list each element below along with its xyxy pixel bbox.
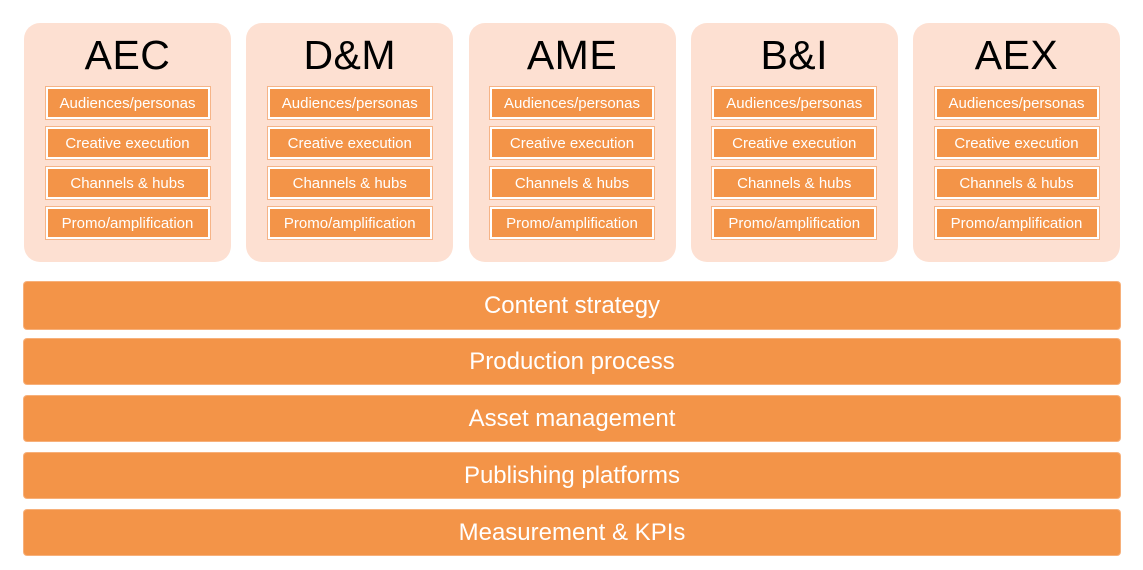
column-title: AME [526, 32, 618, 78]
column-title: B&I [760, 32, 829, 78]
item-audiences-personas: Audiences/personas [712, 87, 877, 119]
column-dm: D&M Audiences/personas Creative executio… [246, 23, 454, 262]
segment-columns: AEC Audiences/personas Creative executio… [24, 23, 1120, 262]
item-promo-amplification: Promo/amplification [490, 207, 654, 239]
layer-asset-management: Asset management [24, 396, 1120, 441]
item-audiences-personas: Audiences/personas [490, 87, 654, 119]
layer-publishing-platforms: Publishing platforms [24, 453, 1120, 498]
item-creative-execution: Creative execution [267, 127, 432, 159]
item-creative-execution: Creative execution [490, 127, 654, 159]
item-creative-execution: Creative execution [934, 127, 1099, 159]
column-ame: AME Audiences/personas Creative executio… [468, 23, 676, 262]
column-title: D&M [303, 32, 397, 78]
item-creative-execution: Creative execution [45, 127, 210, 159]
item-channels-hubs: Channels & hubs [45, 167, 210, 199]
item-channels-hubs: Channels & hubs [267, 167, 432, 199]
item-promo-amplification: Promo/amplification [45, 207, 210, 239]
item-audiences-personas: Audiences/personas [45, 87, 210, 119]
foundation-layers: Content strategy Production process Asse… [24, 282, 1120, 567]
column-bi: B&I Audiences/personas Creative executio… [690, 23, 898, 262]
column-aex: AEX Audiences/personas Creative executio… [913, 23, 1120, 262]
layer-content-strategy: Content strategy [24, 282, 1120, 329]
item-channels-hubs: Channels & hubs [490, 167, 654, 199]
item-audiences-personas: Audiences/personas [267, 87, 432, 119]
layer-measurement-kpis: Measurement & KPIs [24, 510, 1120, 555]
item-promo-amplification: Promo/amplification [712, 207, 877, 239]
column-title: AEC [84, 32, 171, 78]
item-creative-execution: Creative execution [712, 127, 877, 159]
item-promo-amplification: Promo/amplification [267, 207, 432, 239]
item-channels-hubs: Channels & hubs [712, 167, 877, 199]
item-channels-hubs: Channels & hubs [934, 167, 1099, 199]
column-title: AEX [974, 32, 1059, 78]
item-promo-amplification: Promo/amplification [934, 207, 1099, 239]
layer-production-process: Production process [24, 339, 1120, 384]
item-audiences-personas: Audiences/personas [934, 87, 1099, 119]
column-aec: AEC Audiences/personas Creative executio… [24, 23, 231, 262]
